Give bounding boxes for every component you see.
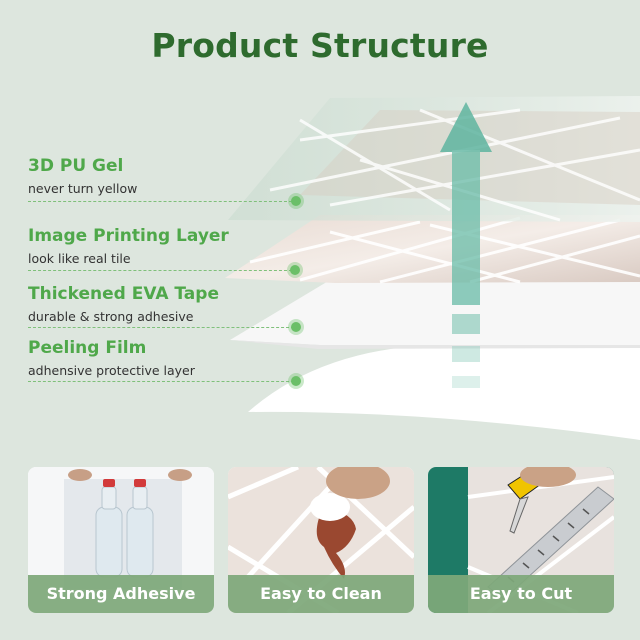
leader-dot [291, 322, 301, 332]
layer-name: 3D PU Gel [28, 156, 124, 176]
feature-card-strong-adhesive: Strong Adhesive [28, 467, 214, 613]
eva-tape-layer [230, 280, 640, 349]
feature-caption: Easy to Cut [428, 575, 614, 613]
layer-label-peeling-film: Peeling Film adhensive protective layer [28, 338, 195, 378]
image-printing-layer [225, 215, 640, 284]
leader-dot [291, 196, 301, 206]
page-title: Product Structure [151, 26, 489, 65]
layer-description: durable & strong adhesive [28, 309, 194, 324]
layer-description: look like real tile [28, 251, 131, 266]
leader-line [28, 327, 294, 328]
leader-dot [290, 265, 300, 275]
layer-name: Image Printing Layer [28, 226, 229, 246]
feature-caption: Strong Adhesive [28, 575, 214, 613]
feature-card-easy-to-clean: Easy to Clean [228, 467, 414, 613]
layer-name: Thickened EVA Tape [28, 284, 219, 304]
layer-label-eva-tape: Thickened EVA Tape durable & strong adhe… [28, 284, 219, 324]
peeling-film-layer [248, 344, 640, 440]
up-arrow-icon [440, 102, 492, 388]
feature-card-easy-to-cut: Easy to Cut [428, 467, 614, 613]
layer-label-pu-gel: 3D PU Gel never turn yellow [28, 156, 137, 196]
leader-line [28, 381, 294, 382]
pu-gel-layer [228, 96, 640, 222]
layer-label-image-printing: Image Printing Layer look like real tile [28, 226, 229, 266]
feature-caption: Easy to Clean [228, 575, 414, 613]
leader-line [28, 201, 292, 202]
leader-line [28, 270, 292, 271]
layer-description: never turn yellow [28, 181, 138, 196]
layer-name: Peeling Film [28, 338, 147, 358]
layer-description: adhensive protective layer [28, 363, 195, 378]
leader-dot [291, 376, 301, 386]
layer-stack-illustration [225, 96, 640, 440]
